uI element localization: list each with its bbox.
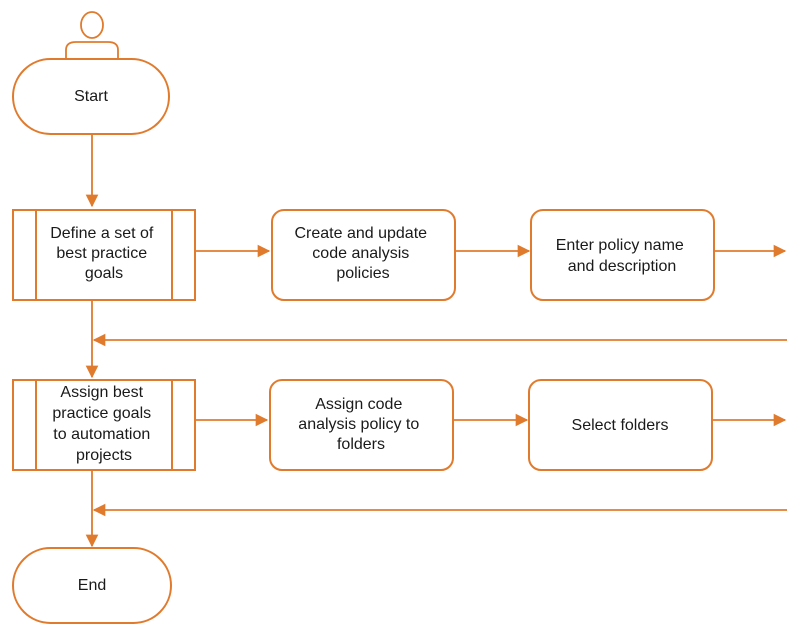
process-create-line-3: policies bbox=[336, 265, 389, 282]
process-create-label: Create and update code analysis policies bbox=[295, 225, 432, 282]
start-label: Start bbox=[74, 88, 108, 105]
subprocess-define-line-1: Define a set of bbox=[50, 225, 154, 242]
process-enter-policy-name: Enter policy name and description bbox=[530, 209, 715, 301]
end-label: End bbox=[78, 577, 106, 594]
subprocess-assign-goals: Assign best practice goals to automation… bbox=[12, 379, 196, 471]
subprocess-assign-line-1: Assign best bbox=[60, 384, 143, 401]
process-create-line-1: Create and update bbox=[295, 225, 428, 242]
process-assign-policy-label: Assign code analysis policy to folders bbox=[298, 396, 423, 453]
subprocess-define-line-3: goals bbox=[85, 265, 123, 282]
process-assign-policy-line-2: analysis policy to bbox=[298, 416, 419, 433]
subprocess-define-label: Define a set of best practice goals bbox=[50, 225, 158, 282]
subprocess-define-goals: Define a set of best practice goals bbox=[12, 209, 196, 301]
process-create-line-2: code analysis bbox=[312, 245, 409, 262]
process-create-policies: Create and update code analysis policies bbox=[271, 209, 456, 301]
subprocess-assign-line-2: practice goals bbox=[52, 405, 151, 422]
process-select-folders: Select folders bbox=[528, 379, 713, 471]
subprocess-assign-line-3: to automation bbox=[53, 426, 150, 443]
start-terminal: Start bbox=[12, 58, 170, 135]
process-enter-label: Enter policy name and description bbox=[556, 237, 689, 275]
user-icon bbox=[65, 11, 119, 60]
process-enter-line-1: Enter policy name bbox=[556, 237, 684, 254]
process-assign-policy: Assign code analysis policy to folders bbox=[269, 379, 454, 471]
process-select-label: Select folders bbox=[572, 417, 669, 434]
process-enter-line-2: and description bbox=[568, 258, 677, 275]
end-terminal: End bbox=[12, 547, 172, 624]
subprocess-assign-line-4: projects bbox=[76, 447, 132, 464]
subprocess-assign-label: Assign best practice goals to automation… bbox=[52, 384, 155, 464]
subprocess-define-line-2: best practice bbox=[56, 245, 147, 262]
process-select-line-1: Select folders bbox=[572, 417, 669, 434]
process-assign-policy-line-3: folders bbox=[337, 436, 385, 453]
process-assign-policy-line-1: Assign code bbox=[315, 396, 402, 413]
